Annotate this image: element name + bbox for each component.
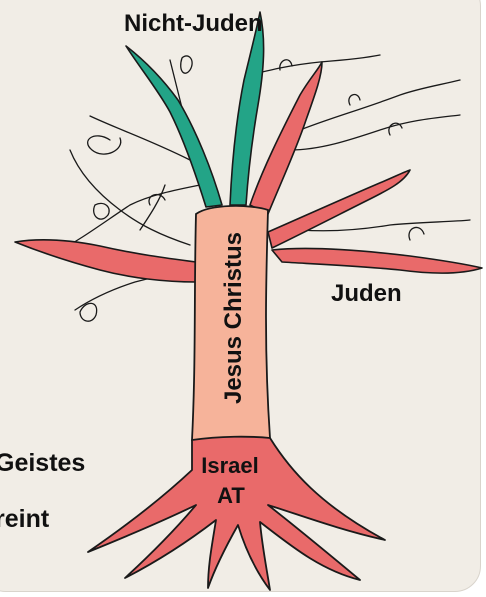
label-nicht-juden: Nicht-Juden (124, 10, 263, 37)
label-at: AT (217, 483, 245, 508)
grafted-branches (126, 12, 264, 207)
label-juden: Juden (331, 280, 402, 307)
label-reint: reint (0, 505, 50, 533)
label-geistes: Geistes (0, 449, 85, 477)
graft-left (126, 46, 222, 207)
branch-middle-right (268, 170, 410, 248)
graft-right (230, 12, 264, 205)
label-israel: Israel (201, 453, 259, 478)
label-jesus-christus: Jesus Christus (220, 232, 247, 404)
branch-left (15, 240, 196, 282)
branch-lower-right (272, 248, 482, 273)
